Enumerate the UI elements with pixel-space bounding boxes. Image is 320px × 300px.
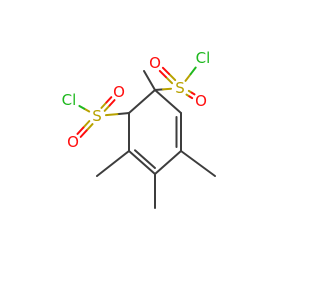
atom-label-o-left-top: O: [113, 83, 125, 101]
bond-c5-me-c5: [96, 150, 130, 177]
bond-line-a-1: [103, 104, 111, 112]
bond-c1-me-c1: [143, 70, 156, 91]
bond-line: [180, 150, 216, 177]
bond-line-b: [104, 113, 119, 117]
atom-label-backdrop: [147, 55, 163, 71]
bond-line-a-2: [164, 76, 174, 85]
bond-c3-c4: [154, 150, 182, 175]
bond-line-a: [116, 112, 130, 116]
bond-line-b-1: [76, 126, 85, 135]
bond-s-left-o-left-bottom: [76, 120, 94, 138]
atom-label-backdrop: [89, 108, 105, 124]
bond-line-outer: [128, 150, 156, 175]
bond-line: [154, 89, 182, 114]
diagram-background: [0, 0, 300, 300]
bond-line-b-1: [108, 99, 116, 107]
bond-layer: [76, 66, 216, 209]
bond-line-inner: [133, 149, 156, 169]
bond-c2-c3: [175, 112, 182, 152]
bond-line-b: [162, 87, 173, 91]
bond-s-right-o-right-top: [158, 66, 177, 85]
bond-c1-s-right: [154, 87, 173, 91]
bond-line: [96, 150, 130, 177]
atom-label-backdrop: [111, 84, 127, 100]
bond-line-a-2: [85, 123, 94, 132]
bond-line-a-1: [82, 120, 91, 129]
atom-label-backdrop: [65, 134, 81, 150]
bond-c1-c2: [154, 89, 182, 114]
bond-s-left-cl-left: [78, 104, 91, 113]
bond-line-b: [78, 104, 86, 110]
bond-line: [128, 89, 156, 114]
bond-line-b: [189, 66, 197, 76]
bond-c6-c1: [128, 89, 156, 114]
bond-line: [154, 150, 182, 175]
atom-label-s-left: S: [92, 107, 102, 125]
bond-line-a: [154, 88, 165, 91]
bond-s-left-o-left-top: [100, 96, 116, 112]
atom-label-backdrop: [59, 90, 79, 110]
atom-label-s-right: S: [175, 79, 185, 97]
atom-label-cl-left: Cl: [62, 91, 77, 109]
bond-c4-c5: [128, 149, 156, 175]
atom-label-o-right-bottom: O: [195, 92, 207, 110]
atom-label-backdrop: [193, 48, 213, 68]
atom-label-o-left-bottom: O: [67, 133, 79, 151]
atom-label-backdrop: [193, 93, 209, 109]
bond-c6-s-left: [104, 112, 130, 117]
bond-line-b-1: [188, 95, 194, 100]
atom-label-backdrop: [172, 80, 188, 96]
bond-line-b-2: [79, 129, 88, 138]
bond-line-b-2: [105, 96, 113, 104]
atom-label-o-right-top: O: [149, 54, 161, 72]
atom-label-cl-right: Cl: [196, 49, 211, 67]
bond-line: [143, 70, 156, 91]
bond-line-a-2: [100, 101, 108, 109]
bond-line-a: [184, 73, 192, 82]
bond-line-b-2: [158, 69, 167, 79]
bond-line-b-1: [161, 66, 171, 75]
bond-s-right-o-right-bottom: [185, 89, 196, 100]
bond-c3-me-c3: [180, 150, 216, 177]
bond-line-a-1: [168, 72, 177, 82]
bond-s-right-cl-right: [184, 66, 197, 82]
bond-line-b-2: [190, 91, 196, 96]
